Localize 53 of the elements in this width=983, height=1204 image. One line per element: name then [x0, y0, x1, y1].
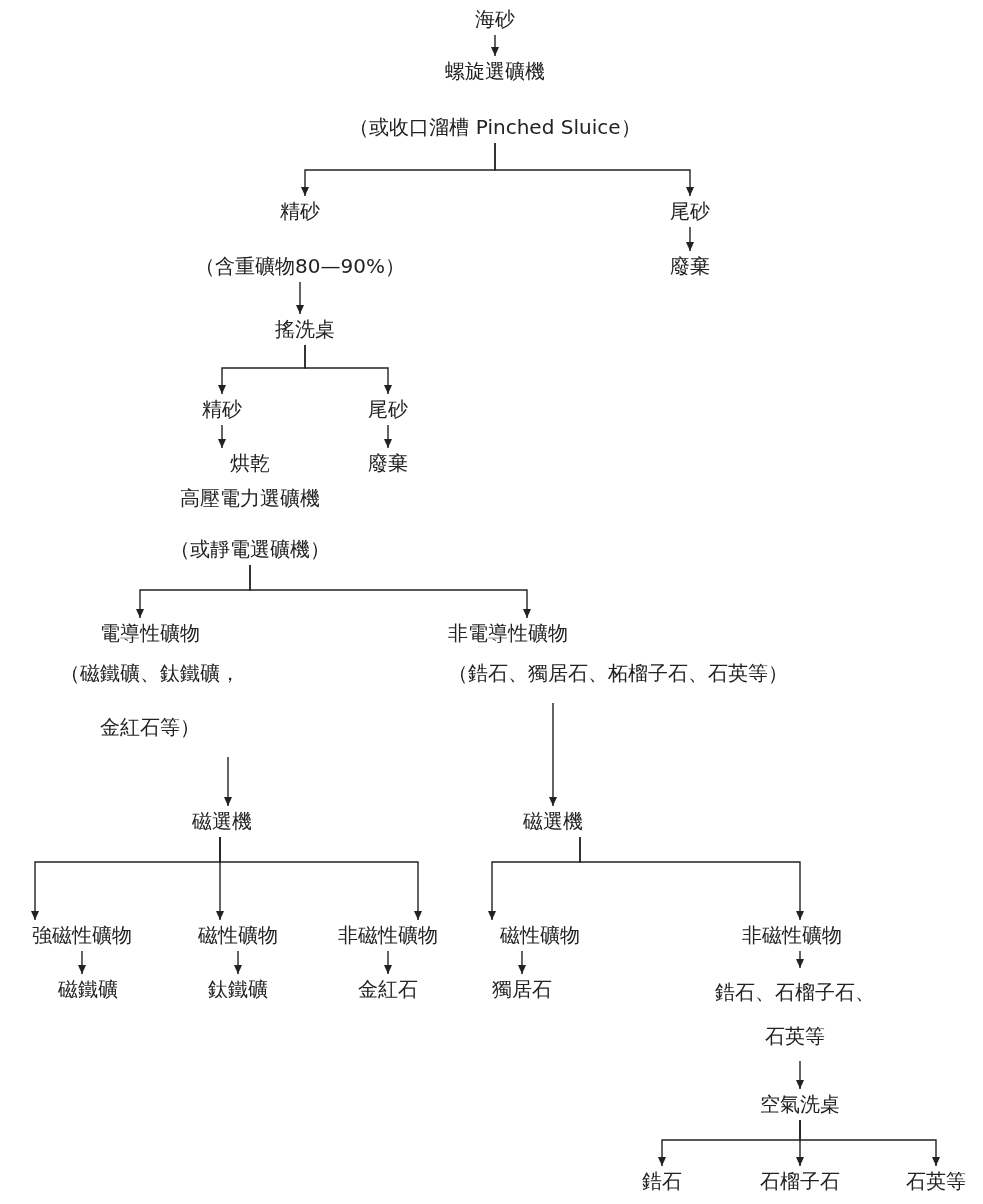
flow-label: 強磁性礦物 — [32, 922, 132, 948]
connector-arrow — [78, 950, 86, 975]
connector-arrow — [579, 836, 804, 921]
flow-label: 尾砂 — [368, 396, 408, 422]
flow-label: 精砂 — [202, 396, 242, 422]
flow-label: 鈦鐵礦 — [208, 976, 268, 1002]
connector-arrow — [234, 950, 242, 975]
flow-label: 磁性礦物 — [198, 922, 278, 948]
connector-arrow — [518, 950, 526, 975]
flow-label: 石英等 — [906, 1168, 966, 1194]
connector-arrow — [304, 344, 392, 395]
flow-label: 鋯石 — [642, 1168, 682, 1194]
flow-label: 廢棄 — [670, 253, 710, 279]
connector-arrow — [491, 34, 499, 57]
note-text: （或收口溜槽 Pinched Sluice） — [349, 114, 641, 140]
flow-label: 非磁性礦物 — [338, 922, 438, 948]
flow-label: 獨居石 — [492, 976, 552, 1002]
flow-label: 非電導性礦物 — [448, 620, 569, 646]
flow-label: 尾砂 — [670, 198, 710, 224]
flow-label: 磁鐵礦 — [58, 976, 118, 1002]
connector-arrow — [796, 1060, 804, 1090]
flow-label: 石榴子石 — [760, 1168, 840, 1194]
flow-label: 鋯石、石榴子石、石英等 — [709, 970, 881, 1058]
connector-arrow — [686, 226, 694, 252]
connector-arrow — [494, 142, 694, 197]
connector-arrow — [796, 950, 804, 969]
connector-arrow — [799, 1119, 940, 1167]
flow-label: 磁選機 — [192, 808, 252, 834]
connector-arrow — [296, 281, 304, 315]
flow-label: 空氣洗桌 — [760, 1091, 840, 1117]
flow-label: 廢棄 — [368, 450, 408, 476]
note-text: 高壓電力選礦機 — [179, 485, 321, 511]
flow-label: 精砂 — [279, 198, 321, 224]
flow-label: 螺旋選礦機 — [444, 58, 546, 84]
flow-label: 搖洗桌 — [275, 316, 335, 342]
flow-label: 烘乾 — [229, 450, 271, 476]
note-text: （或靜電選礦機） — [170, 536, 330, 562]
flow-label: 海砂 — [475, 6, 515, 32]
note-text: （含重礦物80—90%） — [195, 253, 405, 279]
flow-label: 磁性礦物 — [500, 922, 580, 948]
flow-label: 電導性礦物 — [99, 620, 201, 646]
flow-label: 金紅石 — [358, 976, 418, 1002]
connector-arrow — [549, 702, 557, 807]
flow-label: 磁選機 — [523, 808, 583, 834]
connector-arrow — [219, 836, 422, 921]
connector-arrow — [384, 950, 392, 975]
connector-arrow — [218, 424, 226, 449]
note-text: （鋯石、獨居石、柘榴子石、石英等） — [448, 660, 789, 687]
connector-arrow — [384, 424, 392, 449]
connector-arrow — [224, 756, 232, 807]
note-text: （磁鐵礦、鈦鐵礦，金紅石等） — [59, 660, 241, 741]
flow-label: 非磁性礦物 — [742, 922, 842, 948]
connector-arrow — [249, 564, 531, 619]
